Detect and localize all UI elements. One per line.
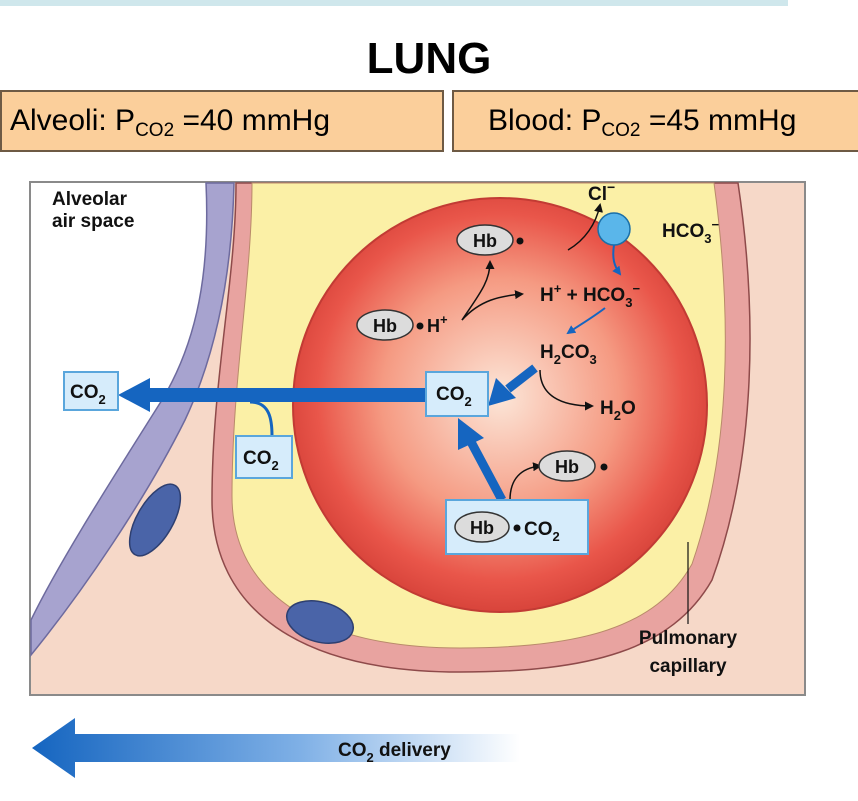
- hb-release-arrow: [461, 260, 495, 321]
- co2-exit-arrowhead: [118, 378, 150, 412]
- h2co3-dissociation-arrow-shaft: [505, 364, 538, 393]
- alveoli-pressure-sub: CO2: [135, 120, 175, 141]
- co2-plasma-label: CO2: [243, 448, 279, 473]
- h2co3-label: H2CO3: [540, 342, 597, 367]
- hb-h-label: Hb: [373, 316, 397, 336]
- hb-co2-bond-dot: [513, 524, 521, 532]
- capillary-label-line1: Pulmonary: [639, 628, 738, 649]
- hb-top-oval: [456, 224, 514, 256]
- co2-exit-arrow-shaft: [145, 388, 425, 402]
- co2-delivery-arrow: [32, 718, 520, 778]
- co2-rbc-label: CO2: [436, 384, 472, 409]
- hb-co2-co2-label: CO2: [524, 519, 560, 544]
- blood-pressure-value: =45 mmHg: [640, 104, 797, 137]
- hco3-inflow-arrow: [612, 244, 622, 276]
- co2-rbc-box: [425, 371, 489, 417]
- carbamino-release-arrow-shaft: [466, 437, 506, 503]
- hb-free-oval: [538, 450, 596, 482]
- alveolar-wall: [30, 182, 235, 658]
- hb-hplus-label: H+: [427, 312, 448, 336]
- water-release-arrow: [539, 369, 594, 411]
- hb-free-arrow: [509, 462, 542, 501]
- alveoli-pressure-value: =40 mmHg: [174, 104, 331, 137]
- plasma-co2-join-line: [249, 400, 274, 437]
- alveoli-pressure-prefix: Alveoli: P: [10, 104, 136, 137]
- co2-delivery-label: CO2 delivery: [338, 740, 451, 765]
- hb-top-label: Hb: [473, 231, 497, 251]
- hb-co2-hb-label: Hb: [470, 518, 494, 538]
- hb-co2-oval: [454, 511, 510, 543]
- page-title: LUNG: [366, 34, 492, 83]
- hb-free-dot: [600, 463, 608, 471]
- endothelial-nucleus: [286, 600, 354, 644]
- h2o-label: H2O: [600, 398, 636, 423]
- chloride-arrow: [567, 203, 603, 251]
- co2-plasma-box: [235, 435, 293, 479]
- co2-alveolar-box: [63, 371, 119, 411]
- red-blood-cell: [292, 197, 708, 613]
- hplus-hco3-label: H+ + HCO3−: [540, 281, 640, 310]
- hb-top-bound-dot: [516, 237, 524, 245]
- hplus-release-arrow: [461, 290, 524, 321]
- chloride-label: Cl−: [588, 179, 615, 205]
- blood-pressure-prefix: Blood: P: [488, 104, 602, 137]
- h2co3-dissociation-arrowhead: [488, 378, 516, 406]
- carbonic-acid-formation-arrow: [566, 307, 606, 335]
- blood-pressure-sub: CO2: [601, 120, 641, 141]
- co2-alveolar-label: CO2: [70, 382, 106, 407]
- top-band: [0, 0, 788, 6]
- alveolar-label-line2: air space: [52, 211, 134, 232]
- hb-h-oval: [356, 309, 414, 341]
- carbamino-release-arrowhead: [458, 418, 484, 450]
- alveolar-cell-nucleus: [128, 483, 182, 557]
- blood-pressure-label: Blood: PCO2 =45 mmHg: [452, 90, 858, 152]
- alveolar-label-line1: Alveolar: [52, 189, 128, 210]
- capillary-label-line2: capillary: [649, 656, 727, 677]
- hb-free-label: Hb: [555, 457, 579, 477]
- alveoli-pressure-label: Alveoli: PCO2 =40 mmHg: [0, 90, 444, 152]
- hco3-outer-label: HCO3−: [662, 217, 719, 246]
- hb-h-bond-dot: [416, 322, 424, 330]
- bicarbonate-transporter: [597, 212, 631, 246]
